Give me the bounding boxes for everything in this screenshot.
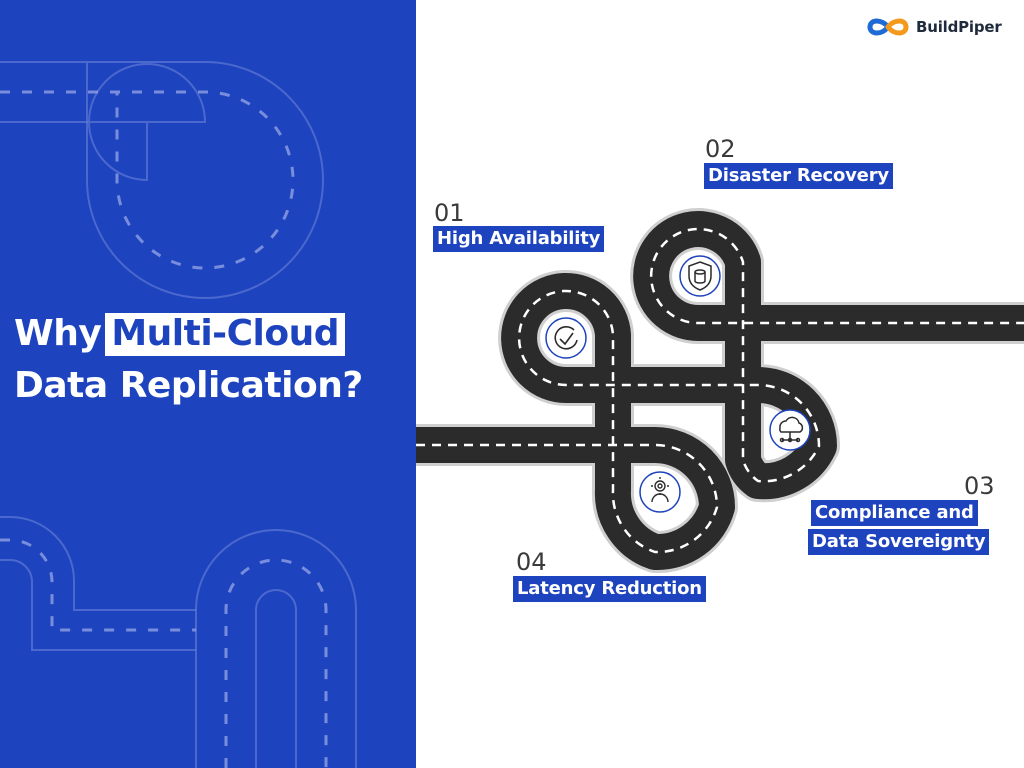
cloud-network-icon — [779, 416, 804, 443]
gear-speed-icon — [651, 477, 669, 503]
item-number-04: 04 — [516, 548, 547, 576]
title-why: Why — [14, 313, 102, 354]
title-line-2: Data Replication? — [14, 365, 363, 406]
item-number-03: 03 — [964, 472, 995, 500]
badge-latency — [639, 471, 681, 513]
brand-name: BuildPiper — [916, 18, 1002, 36]
shield-database-icon — [688, 261, 712, 291]
badge-compliance — [769, 409, 811, 451]
road-illustration — [416, 208, 1024, 574]
item-label-high-availability: High Availability — [433, 226, 605, 252]
decorative-road-pattern — [0, 61, 357, 768]
item-number-02: 02 — [705, 135, 736, 163]
infinity-logo-icon — [867, 18, 909, 36]
clock-check-icon — [554, 326, 578, 350]
badge-high-availability — [545, 317, 587, 359]
item-label-compliance-line2: Data Sovereignty — [808, 529, 990, 555]
badge-disaster-recovery — [679, 255, 721, 297]
item-label-disaster-recovery: Disaster Recovery — [704, 163, 893, 189]
item-label-latency-reduction: Latency Reduction — [513, 576, 706, 602]
item-label-compliance-line1: Compliance and — [811, 500, 978, 526]
brand-logo: BuildPiper — [866, 16, 1002, 38]
title-highlight: Multi-Cloud — [105, 313, 345, 356]
item-number-01: 01 — [434, 199, 465, 227]
